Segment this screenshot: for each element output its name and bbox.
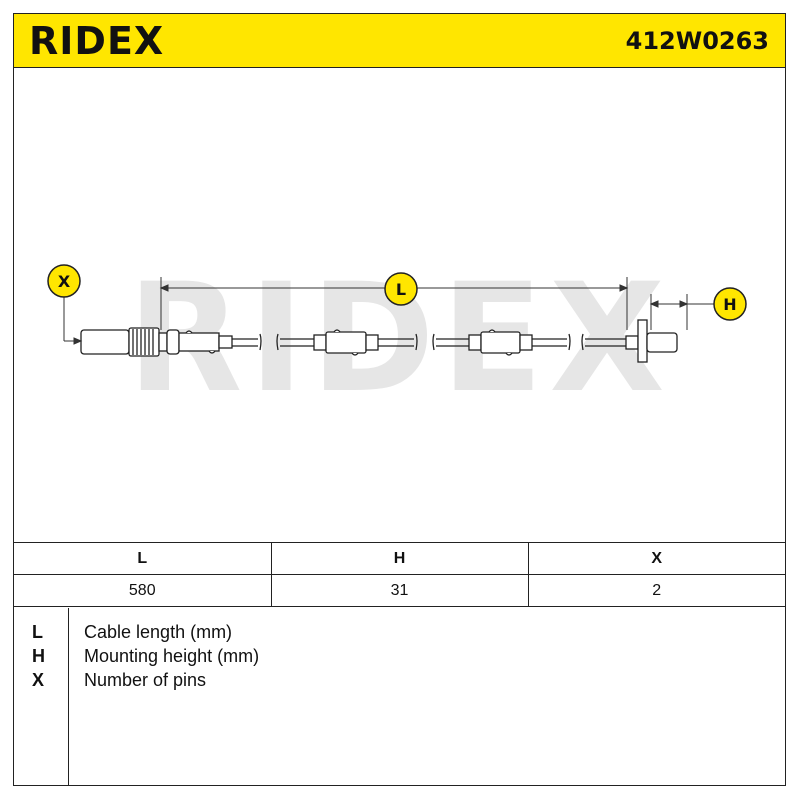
legend-description: Mounting height (mm) (84, 646, 260, 666)
legend-description: Cable length (mm) (84, 622, 233, 642)
legend-key: L (32, 622, 43, 642)
technical-drawing: RIDEX (14, 68, 785, 542)
brand-logo: RIDEX (29, 19, 165, 63)
cable-clip (313, 329, 379, 356)
legend-item: X Number of pins (14, 668, 785, 692)
legend-item: L Cable length (mm) (14, 620, 785, 644)
sensor-head (625, 319, 678, 363)
plug-connector (80, 327, 233, 357)
dimension-line-h (649, 294, 714, 330)
header-bar: RIDEX 412W0263 (14, 14, 785, 68)
cable-clip (468, 329, 533, 356)
leader-line-x (63, 296, 83, 345)
header-cell-x: X (528, 542, 785, 575)
legend-item: H Mounting height (mm) (14, 644, 785, 668)
legend: L Cable length (mm) H Mounting height (m… (14, 608, 785, 786)
callout-l: L (384, 272, 418, 306)
value-cell-x: 2 (528, 574, 785, 607)
callout-h: H (713, 287, 747, 321)
callout-l-label: L (396, 280, 406, 299)
drawing-frame: RIDEX 412W0263 RIDEX (13, 13, 786, 786)
legend-divider (68, 608, 69, 786)
legend-key: H (32, 646, 45, 666)
legend-description: Number of pins (84, 670, 207, 690)
value-cell-h: 31 (271, 574, 529, 607)
header-cell-h: H (271, 542, 529, 575)
callout-x-label: X (58, 272, 71, 291)
sensor-cable (232, 333, 626, 351)
sensor-diagram-svg: RIDEX (47, 252, 747, 426)
part-number: 412W0263 (625, 27, 769, 55)
value-cell-l: 580 (14, 574, 272, 607)
header-cell-l: L (14, 542, 272, 575)
dimensions-table: L H X 580 31 2 (14, 542, 785, 607)
legend-key: X (32, 670, 45, 690)
callout-h-label: H (723, 295, 736, 314)
dimensions-value-row: 580 31 2 (14, 574, 785, 607)
callout-x: X (47, 264, 81, 298)
dimensions-header-row: L H X (14, 542, 785, 575)
